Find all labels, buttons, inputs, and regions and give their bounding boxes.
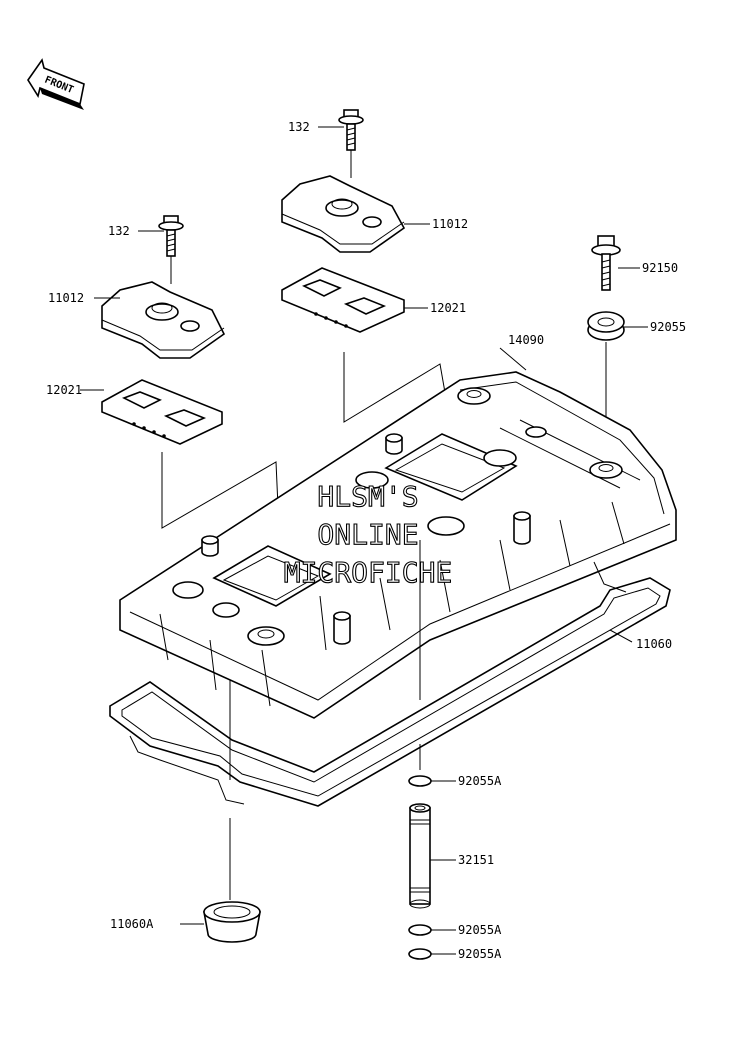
plug-11060A (203, 901, 261, 943)
label-11060A: 11060A (110, 917, 154, 931)
oring-92055A-bottom (408, 948, 432, 960)
label-11060: 11060 (636, 637, 672, 651)
watermark-line-1: HLSM'S (317, 480, 418, 513)
label-12021-top: 12021 (430, 301, 466, 315)
label-12021-left: 12021 (46, 383, 82, 397)
front-arrow-icon: FRONT (27, 58, 85, 110)
label-14090: 14090 (508, 333, 544, 347)
bolt-132-top (338, 109, 364, 151)
gasket-12021-left (101, 379, 223, 445)
cover-11012-top (281, 175, 406, 253)
label-132-top: 132 (288, 120, 310, 134)
label-132-left: 132 (108, 224, 130, 238)
label-92150: 92150 (642, 261, 678, 275)
label-32151: 32151 (458, 853, 494, 867)
label-11012-left: 11012 (48, 291, 84, 305)
label-92055A-mid: 92055A (458, 923, 502, 937)
gasket-12021-top (281, 267, 405, 333)
oring-92055A-mid (408, 924, 432, 936)
oring-92055A-top (408, 775, 432, 787)
head-cover-gasket-11060 (109, 561, 671, 807)
cylinder-head-cover-14090 (119, 371, 677, 719)
label-11012-top: 11012 (432, 217, 468, 231)
bolt-132-left (158, 215, 184, 257)
washer-92055 (587, 311, 625, 341)
label-92055A-bottom: 92055A (458, 947, 502, 961)
pipe-32151 (409, 803, 431, 909)
watermark-line-2: ONLINE (317, 518, 418, 551)
label-92055A-top: 92055A (458, 774, 502, 788)
bolt-92150 (591, 235, 621, 291)
cover-11012-left (101, 281, 226, 359)
label-92055: 92055 (650, 320, 686, 334)
watermark-line-3: MICROFICHE (284, 556, 453, 589)
